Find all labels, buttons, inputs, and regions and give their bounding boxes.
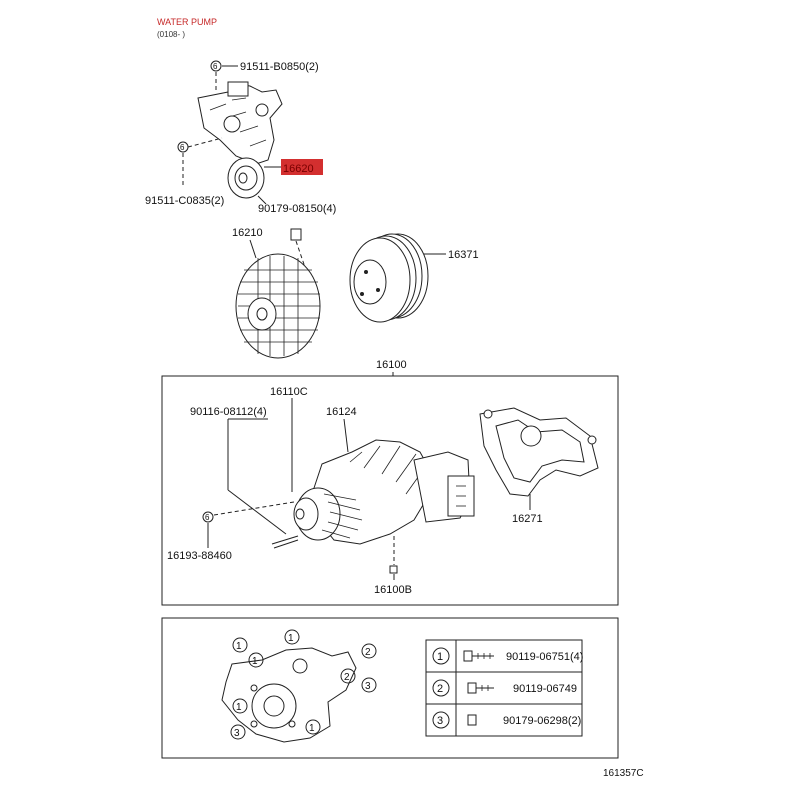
bolt-marker: 1 <box>288 633 294 644</box>
callout-6-left: 6 <box>177 137 223 188</box>
label-plug: 16100B <box>374 584 412 596</box>
legend-row[interactable]: 1 90119-06751(4) <box>432 647 583 665</box>
water-pump-pulley[interactable] <box>349 233 429 323</box>
legend-row[interactable]: 2 90119-06749 <box>432 679 577 697</box>
bolt-marker: 1 <box>236 641 242 652</box>
bolt-marker: 1 <box>309 723 315 734</box>
bolt-marker: 1 <box>252 656 258 667</box>
plug-part[interactable] <box>389 565 398 574</box>
label-pulley: 16371 <box>448 249 479 261</box>
legend-num: 1 <box>437 651 443 663</box>
bolt-marker: 3 <box>365 681 371 692</box>
legend-part: 90119-06749 <box>513 683 577 695</box>
label-gasket-inner: 16124 <box>326 406 357 418</box>
fan-clutch[interactable] <box>235 253 321 359</box>
callout-6-left-text: 6 <box>180 143 185 152</box>
bolt-marker: 2 <box>365 647 371 658</box>
water-pump-body[interactable] <box>293 439 475 545</box>
callout-6-pump-text: 6 <box>205 513 210 522</box>
bolt-legend-table: 1 90119-06751(4) 2 90119-06749 3 90179-0… <box>425 639 583 737</box>
legend-part: 90119-06751(4) <box>506 651 583 663</box>
pump-assembly-frame <box>161 375 619 606</box>
label-gasket: 16271 <box>512 513 543 525</box>
label-bolt-top: 91511-B0850(2) <box>240 61 319 73</box>
drawing-number: 161357C <box>603 768 644 779</box>
legend-row[interactable]: 3 90179-06298(2) <box>432 711 581 729</box>
label-pump-assy: 16100 <box>376 359 407 371</box>
bolt-icon <box>467 682 477 694</box>
idler-pulley[interactable] <box>227 157 265 199</box>
tensioner-bracket[interactable] <box>197 81 283 165</box>
callout-6-top-text: 6 <box>213 62 218 71</box>
bolt-marker: 2 <box>344 672 350 683</box>
bolt-position-markers: 1 1 1 2 2 3 3 1 1 <box>230 629 377 740</box>
highlight-idler-pulley[interactable]: 16620 <box>264 159 323 175</box>
label-stud-bolt: 16193-88460 <box>167 550 232 562</box>
bolt-marker: 1 <box>236 702 242 713</box>
legend-num: 3 <box>437 715 443 727</box>
label-pump-sub: 16110C <box>270 386 308 398</box>
bolt-marker: 3 <box>234 728 240 739</box>
bolt-location-frame <box>161 617 619 759</box>
legend-num: 2 <box>437 683 443 695</box>
page-title: WATER PUMP <box>157 17 217 27</box>
page-subtitle: (0108- ) <box>157 30 186 39</box>
callout-6-pump: 6 <box>202 501 295 548</box>
stud-bolt[interactable] <box>271 535 299 549</box>
legend-part: 90179-06298(2) <box>503 715 581 727</box>
label-idler-pulley: 16620 <box>283 163 314 175</box>
label-fan-clutch: 16210 <box>232 227 263 239</box>
callout-6-top: 6 <box>210 60 238 90</box>
label-nut: 90179-08150(4) <box>258 203 336 215</box>
pump-flange-outline <box>221 647 357 743</box>
label-bolt-left: 91511-C0835(2) <box>145 195 224 207</box>
water-pump-gasket[interactable] <box>479 407 599 497</box>
nut-icon <box>467 714 477 726</box>
label-stud: 90116-08112(4) <box>190 406 267 418</box>
bolt-icon <box>463 650 473 662</box>
